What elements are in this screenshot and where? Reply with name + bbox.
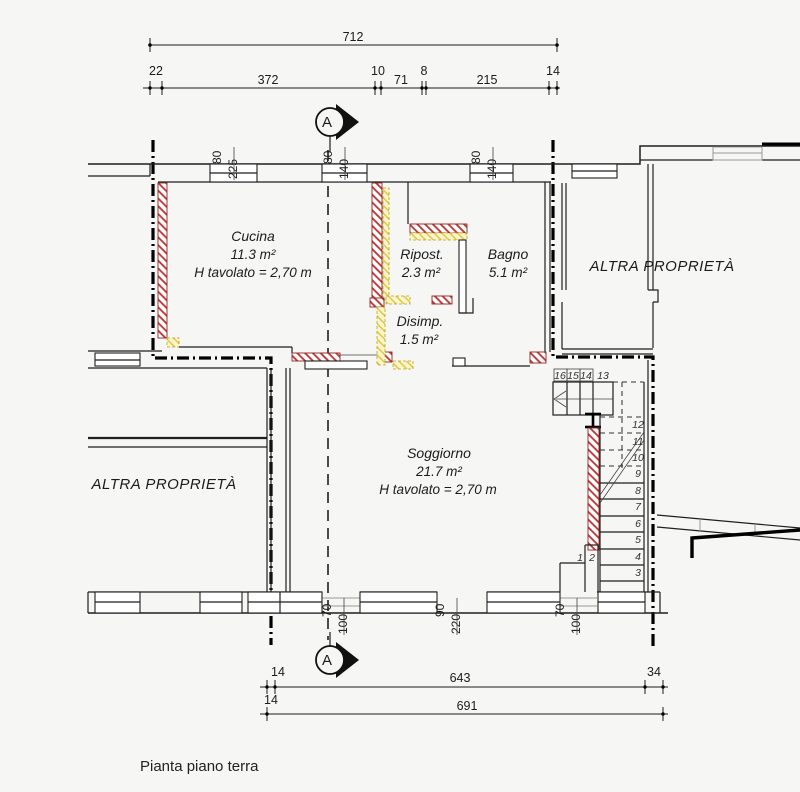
dim-691: 691 bbox=[457, 699, 478, 713]
room-cucina-name: Cucina bbox=[231, 228, 275, 244]
dimension-chain-top: 712 22 372 10 71 8 215 14 bbox=[143, 30, 560, 95]
window-labels-top: 80 225 80 140 80 140 bbox=[210, 147, 499, 180]
svg-text:80: 80 bbox=[469, 150, 483, 164]
dim-14-b2: 14 bbox=[264, 693, 278, 707]
svg-text:70: 70 bbox=[553, 603, 567, 617]
section-label-bottom: A bbox=[322, 652, 332, 669]
dim-34: 34 bbox=[647, 665, 661, 679]
svg-text:140: 140 bbox=[337, 159, 351, 179]
dim-643: 643 bbox=[450, 671, 471, 685]
wall-red-cucina-bottom bbox=[291, 352, 341, 362]
walls bbox=[87, 142, 800, 614]
dim-71: 71 bbox=[394, 73, 408, 87]
stair-step-1: 1 bbox=[577, 552, 583, 564]
svg-text:140: 140 bbox=[485, 159, 499, 179]
svg-text:70: 70 bbox=[320, 603, 334, 617]
room-cucina-note: H tavolato = 2,70 m bbox=[194, 265, 311, 280]
dim-22: 22 bbox=[149, 64, 163, 78]
section-marker-bottom: A bbox=[315, 632, 359, 678]
svg-text:4: 4 bbox=[635, 551, 641, 563]
altra-proprieta-left: ALTRA PROPRIETÀ bbox=[90, 476, 236, 493]
svg-text:80: 80 bbox=[321, 150, 335, 164]
section-marker-top: A bbox=[315, 104, 359, 152]
room-disimp-area: 1.5 m² bbox=[400, 332, 439, 347]
stair-step-15: 15 bbox=[567, 370, 579, 382]
drawing-caption: Pianta piano terra bbox=[140, 758, 259, 775]
room-soggiorno-area: 21.7 m² bbox=[415, 464, 462, 479]
svg-text:90: 90 bbox=[433, 603, 447, 617]
wall-red-stair bbox=[587, 427, 600, 551]
wall-yellow-step bbox=[166, 337, 180, 348]
dim-8: 8 bbox=[421, 64, 428, 78]
svg-text:8: 8 bbox=[635, 485, 641, 497]
room-soggiorno-note: H tavolato = 2,70 m bbox=[379, 482, 496, 497]
dimension-chain-bottom: 14 643 34 14 691 bbox=[260, 665, 668, 721]
room-soggiorno-name: Soggiorno bbox=[407, 445, 471, 461]
room-disimp-name: Disimp. bbox=[397, 313, 444, 329]
svg-text:12: 12 bbox=[632, 419, 644, 431]
altra-proprieta-right: ALTRA PROPRIETÀ bbox=[588, 258, 734, 275]
dim-372: 372 bbox=[258, 73, 279, 87]
dim-14: 14 bbox=[546, 64, 560, 78]
left-neighbour-walls bbox=[88, 350, 272, 592]
window-labels-bottom: 70 100 90 220 70 100 bbox=[320, 598, 583, 635]
svg-text:7: 7 bbox=[635, 501, 642, 513]
stair-step-16: 16 bbox=[554, 370, 566, 382]
room-labels: Cucina 11.3 m² H tavolato = 2,70 m Ripos… bbox=[90, 228, 734, 497]
svg-text:6: 6 bbox=[635, 518, 641, 530]
svg-text:220: 220 bbox=[449, 614, 463, 634]
dim-10: 10 bbox=[371, 64, 385, 78]
stair-step-2: 2 bbox=[588, 552, 595, 564]
window-label-80-140-a: 80 140 bbox=[321, 147, 351, 180]
svg-text:100: 100 bbox=[569, 614, 583, 634]
section-line-a: A A bbox=[315, 104, 359, 678]
svg-text:80: 80 bbox=[210, 150, 224, 164]
room-ripost-area: 2.3 m² bbox=[401, 265, 441, 280]
window-label-70-100-a: 70 100 bbox=[320, 598, 350, 635]
svg-text:10: 10 bbox=[632, 452, 644, 464]
dim-215: 215 bbox=[477, 73, 498, 87]
window-label-80-225: 80 225 bbox=[210, 147, 240, 180]
wall-red-cucina-left bbox=[157, 182, 168, 339]
property-line-left bbox=[151, 140, 273, 645]
room-ripost-name: Ripost. bbox=[400, 246, 444, 262]
staircase: 16 15 14 13 12 11 10 9 8 7 6 5 bbox=[552, 360, 649, 592]
stair-step-14: 14 bbox=[580, 370, 592, 382]
svg-text:9: 9 bbox=[635, 468, 641, 480]
right-neighbour-room bbox=[561, 163, 659, 355]
window-label-70-100-b: 70 100 bbox=[553, 598, 583, 635]
window-top-3 bbox=[469, 163, 514, 183]
svg-text:100: 100 bbox=[336, 614, 350, 634]
property-boundary-lines bbox=[151, 140, 655, 648]
stair-step-13: 13 bbox=[597, 370, 609, 382]
dim-total-712: 712 bbox=[343, 30, 364, 44]
svg-text:225: 225 bbox=[226, 159, 240, 179]
wall-red-ripost-top bbox=[409, 223, 468, 234]
window-label-90-220: 90 220 bbox=[433, 598, 463, 635]
svg-text:3: 3 bbox=[635, 567, 641, 579]
property-line-right bbox=[551, 140, 655, 648]
svg-text:5: 5 bbox=[635, 534, 641, 546]
room-bagno-area: 5.1 m² bbox=[489, 265, 528, 280]
wall-red-vertical bbox=[371, 182, 383, 304]
svg-text:11: 11 bbox=[633, 436, 644, 448]
room-bagno-name: Bagno bbox=[488, 246, 529, 262]
bottom-wall-boxes bbox=[94, 591, 646, 614]
window-top-1 bbox=[209, 163, 258, 183]
section-label-top: A bbox=[322, 114, 332, 131]
right-margin-walls bbox=[656, 514, 800, 558]
window-label-80-140-b: 80 140 bbox=[469, 147, 499, 180]
dim-14-b1: 14 bbox=[271, 665, 285, 679]
room-cucina-area: 11.3 m² bbox=[231, 247, 276, 262]
window-top-2 bbox=[321, 163, 368, 183]
